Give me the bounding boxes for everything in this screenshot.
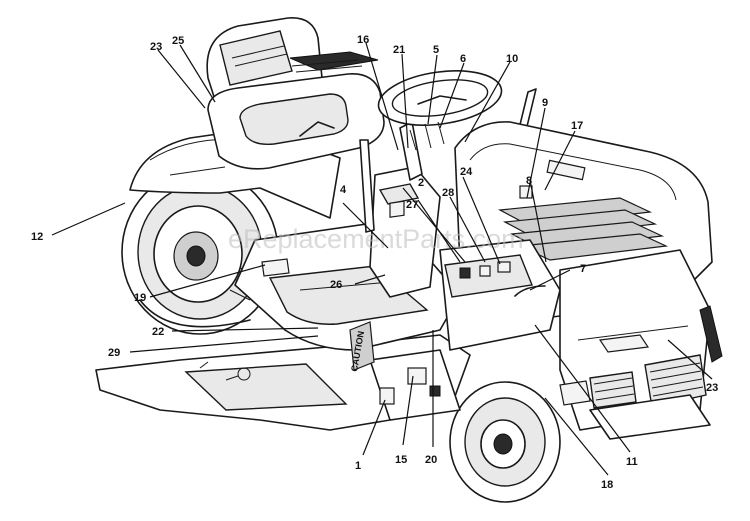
watermark: eReplacementParts.com: [228, 224, 524, 254]
callout-18: 18: [601, 479, 613, 491]
callout-4: 4: [340, 184, 347, 196]
callout-23-top: 23: [150, 41, 162, 53]
callout-24: 24: [460, 166, 473, 178]
callout-1: 1: [355, 460, 361, 472]
callout-25: 25: [172, 35, 184, 47]
callout-6: 6: [460, 53, 466, 65]
callout-7: 7: [580, 263, 586, 275]
callout-5: 5: [433, 44, 439, 56]
callout-22: 22: [152, 326, 164, 338]
callout-15: 15: [395, 454, 407, 466]
callout-10: 10: [506, 53, 518, 65]
callout-2: 2: [418, 177, 424, 189]
callout-8: 8: [526, 175, 532, 187]
callout-19: 19: [134, 292, 146, 304]
tractor-illustration: CAUTION: [95, 17, 723, 503]
callout-16: 16: [357, 34, 369, 46]
callout-9: 9: [542, 97, 548, 109]
callout-26: 26: [330, 279, 342, 291]
callout-29: 29: [108, 347, 120, 359]
steering: [377, 70, 503, 181]
seat: [206, 17, 385, 170]
callout-20: 20: [425, 454, 437, 466]
front-grille: [644, 354, 707, 408]
callout-23-front: 23: [706, 382, 718, 394]
callout-21: 21: [393, 44, 405, 56]
callout-28: 28: [442, 187, 454, 199]
callout-labels: 23 25 16 21 5 6 10 9 17 2 24 28 8 4 27 1…: [31, 34, 718, 491]
callout-27: 27: [406, 199, 418, 211]
callout-12: 12: [31, 231, 43, 243]
leader-lines: [51, 42, 713, 476]
hood: [439, 121, 723, 431]
callout-17: 17: [571, 120, 583, 132]
callout-11: 11: [626, 456, 638, 468]
front-wheel: [449, 381, 561, 503]
